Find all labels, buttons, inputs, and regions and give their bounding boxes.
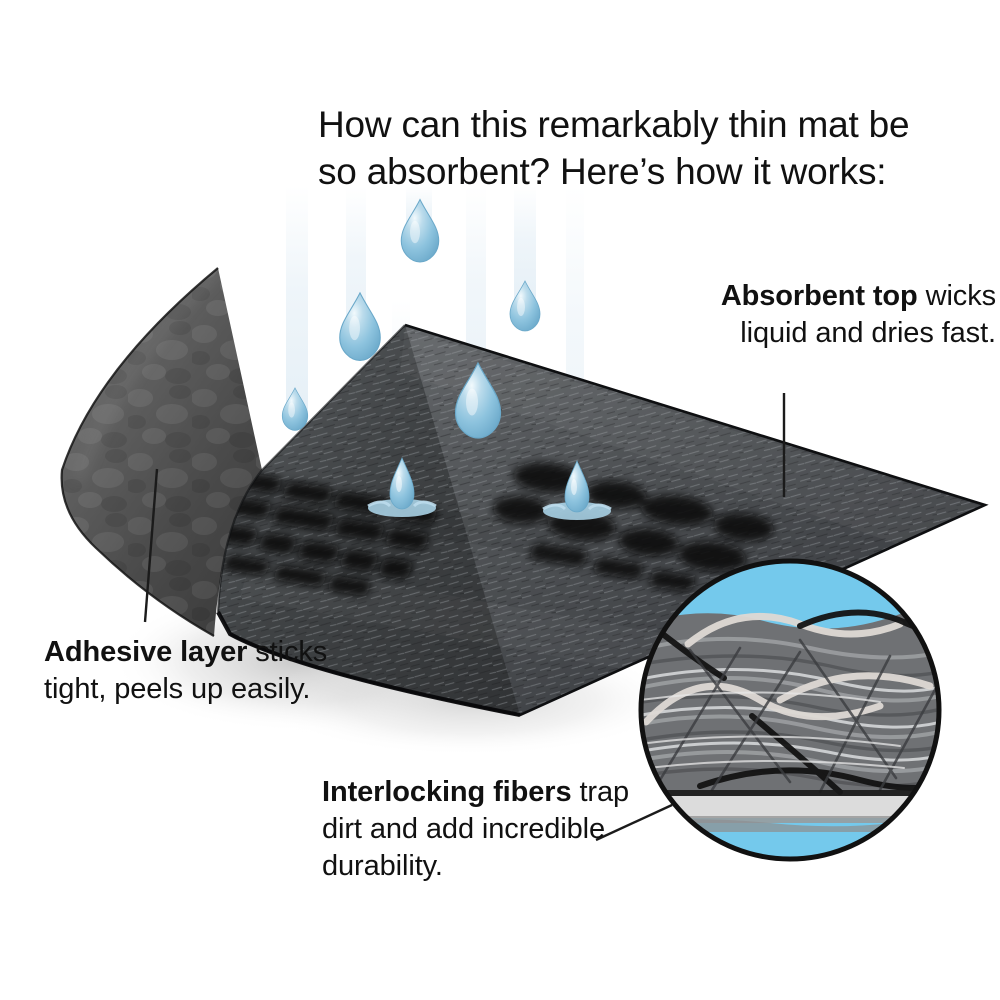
bootprint-right (492, 462, 774, 592)
leader-line-adhesive-layer (143, 468, 159, 623)
droplet-trails (286, 186, 584, 486)
droplet (400, 198, 440, 263)
callout-absorbent-top-lede: Absorbent top (720, 280, 918, 312)
callout-interlocking-fibers: Interlocking fibers trap dirt and add in… (322, 774, 642, 885)
droplet-splash (542, 459, 612, 520)
callout-adhesive-layer-body: sticks tight, peels up easily. (44, 636, 328, 705)
callout-adhesive-layer-lede: Adhesive layer (44, 636, 248, 668)
callout-adhesive-layer: Adhesive layer sticks tight, peels up ea… (44, 634, 344, 708)
callout-interlocking-fibers-body: trap dirt and add incredible durability. (322, 776, 630, 882)
leader-line-interlocking-fibers (595, 803, 673, 842)
droplet-splash (367, 456, 437, 517)
droplet (454, 361, 502, 439)
droplet (281, 387, 309, 431)
page-title: How can this remarkably thin mat be so a… (318, 104, 910, 192)
callout-interlocking-fibers-lede: Interlocking fibers (322, 776, 572, 808)
droplet (509, 280, 541, 332)
callout-absorbent-top: Absorbent top wicks liquid and dries fas… (706, 278, 996, 352)
callout-absorbent-top-body: wicks liquid and dries fast. (740, 280, 996, 349)
droplet (339, 291, 381, 361)
water-droplets (281, 198, 612, 520)
